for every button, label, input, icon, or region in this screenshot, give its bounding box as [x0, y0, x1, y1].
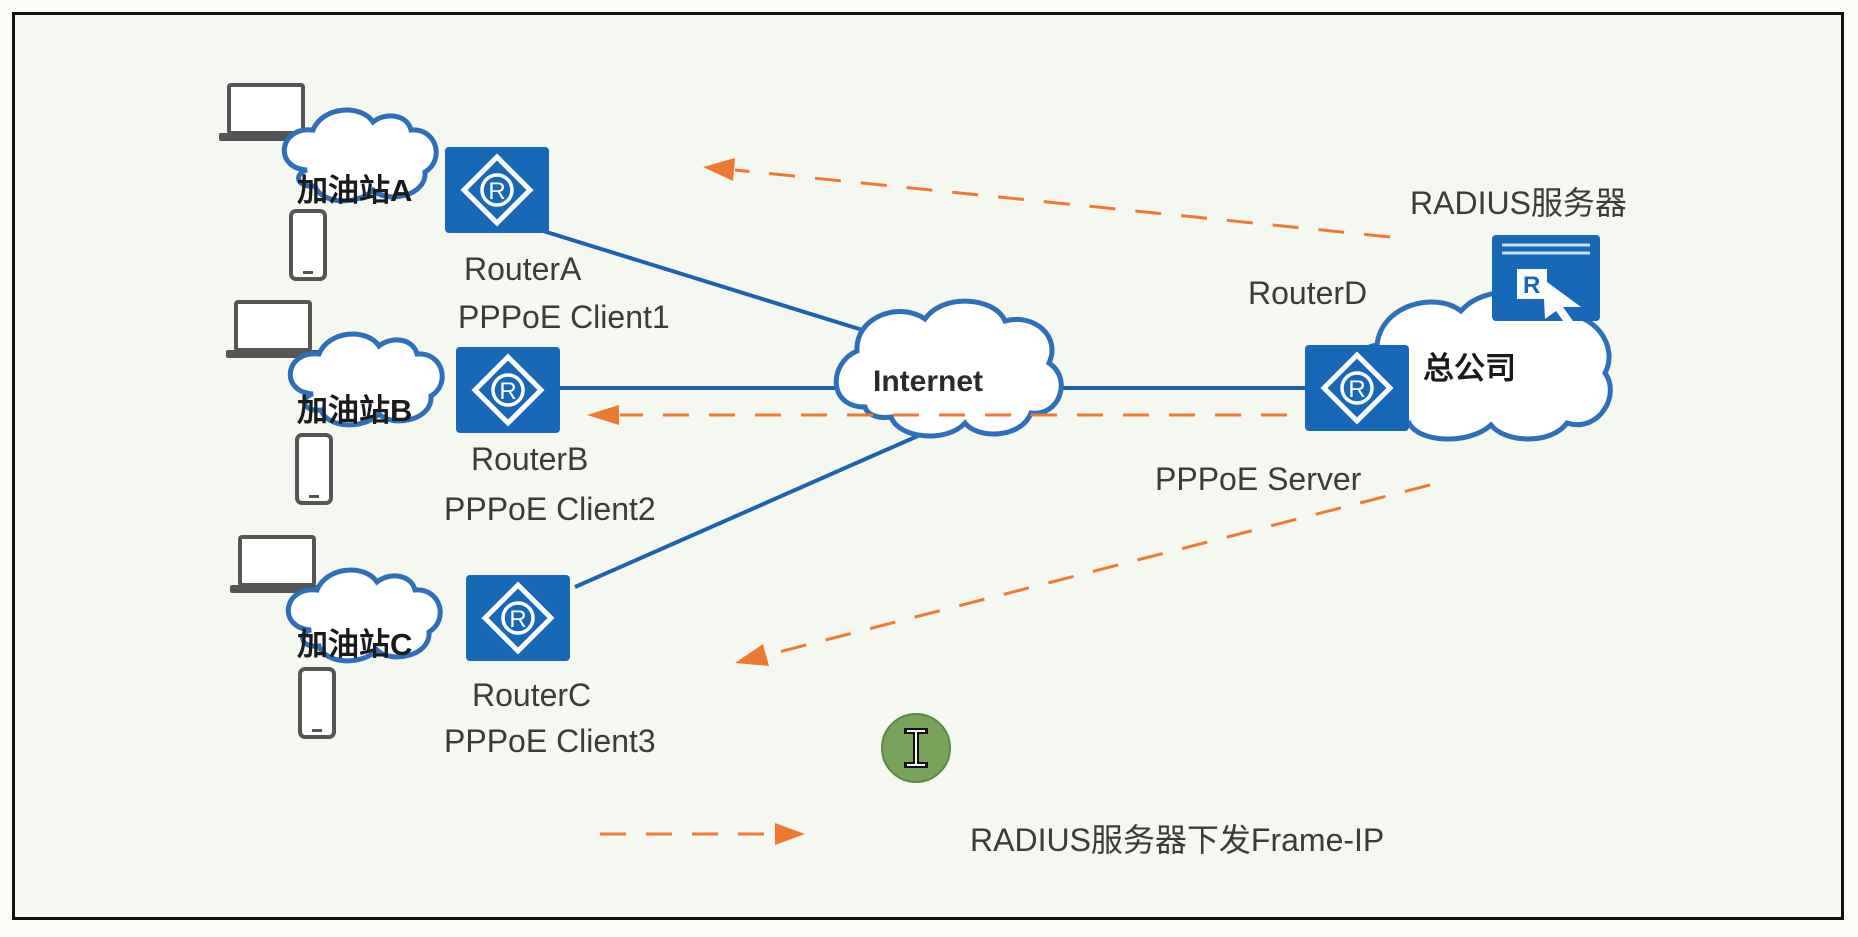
laptop-icon: [224, 300, 322, 360]
laptop-icon: [228, 535, 326, 595]
legend-label: RADIUS服务器下发Frame-IP: [970, 822, 1385, 858]
smartphone-icon: [295, 433, 333, 505]
dashed-arrow-to-routera: [703, 158, 1391, 239]
internet-label: Internet: [873, 365, 984, 398]
router-a-role: PPPoE Client1: [458, 299, 670, 335]
network-diagram: R R R R R: [217, 83, 1613, 845]
text-cursor-icon: [881, 713, 951, 783]
router-d-role: PPPoE Server: [1155, 461, 1362, 497]
router-d-name: RouterD: [1248, 275, 1368, 311]
router-a-name: RouterA: [464, 251, 582, 287]
site-label-hq: 总公司: [1423, 351, 1516, 386]
router-b-role: PPPoE Client2: [444, 491, 656, 527]
link-routerc-internet: [574, 433, 921, 589]
smartphone-icon: [298, 667, 336, 739]
radius-server-label: RADIUS服务器: [1410, 185, 1627, 221]
router-icon-letter: R: [499, 378, 516, 405]
router-icon-letter: R: [488, 178, 505, 205]
router-icon-letter: R: [509, 606, 526, 633]
site-label-a: 加油站A: [297, 173, 413, 208]
hq-cloud-icon: [1342, 289, 1613, 442]
site-label-b: 加油站B: [297, 393, 413, 428]
link-routera-internet: [539, 228, 886, 339]
router-b-name: RouterB: [471, 441, 589, 477]
router-c-role: PPPoE Client3: [444, 723, 656, 759]
svg-text:R: R: [1523, 272, 1540, 299]
router-c-name: RouterC: [472, 677, 592, 713]
smartphone-icon: [289, 209, 327, 281]
dashed-arrow-to-routerc: [735, 483, 1431, 666]
router-icon-letter: R: [1348, 376, 1365, 403]
site-label-c: 加油站C: [297, 627, 413, 662]
dashed-arrow-to-routerb: [587, 405, 1287, 425]
server-icon: R: [1492, 235, 1600, 325]
internet-cloud-icon: [833, 298, 1064, 439]
legend-dashed-arrow: [600, 823, 805, 845]
diagram-frame: R R R R R 加油站A 加油站B 加油站C 总公司 RouterA PPPoE …: [12, 12, 1844, 920]
